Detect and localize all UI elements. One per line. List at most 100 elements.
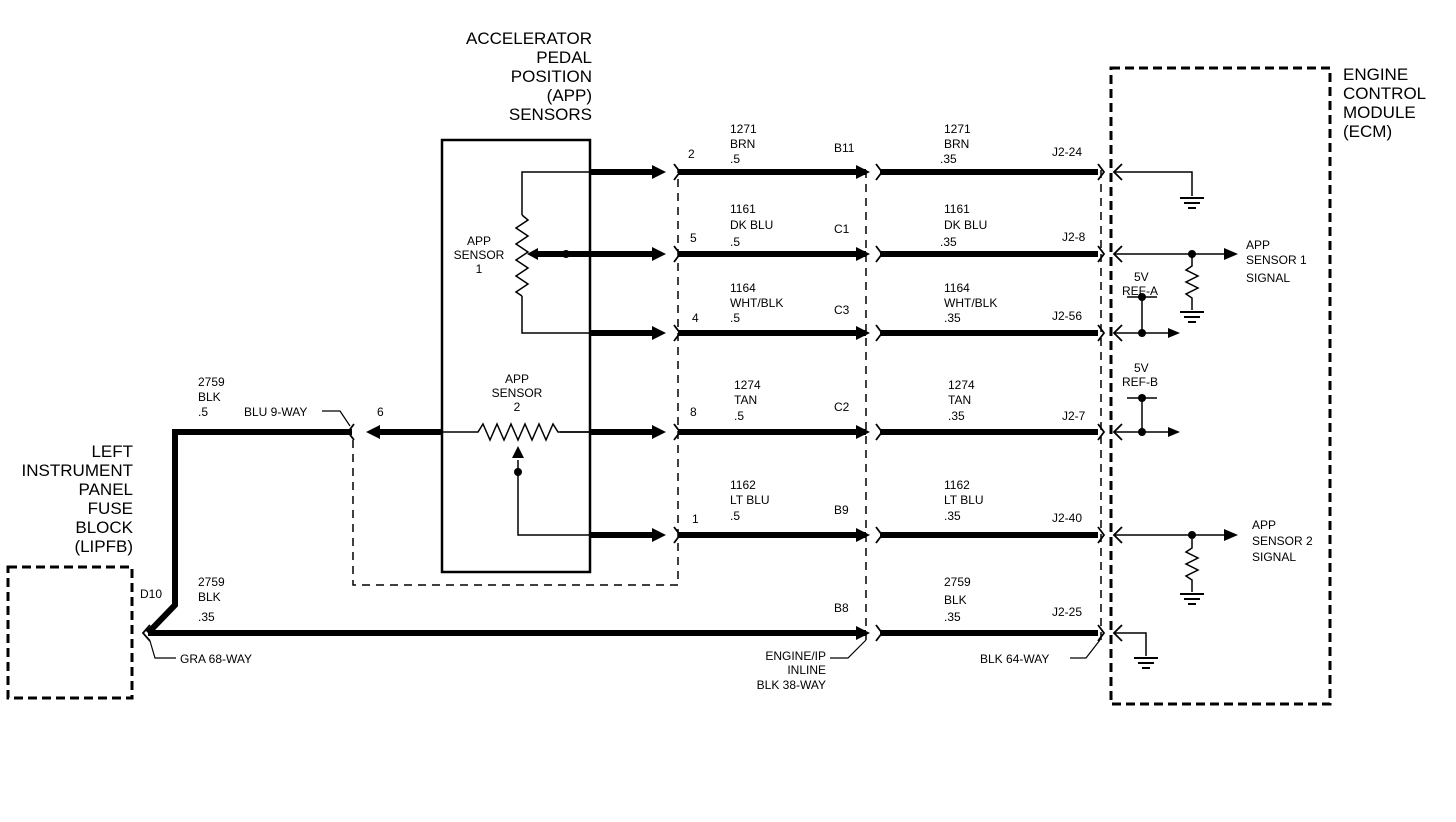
svg-text:2759: 2759 [198, 575, 225, 589]
svg-text:1164: 1164 [944, 281, 970, 295]
app-sensor-1-signal-label: APP SENSOR 1 SIGNAL [1246, 238, 1307, 285]
svg-text:ENGINE/IP: ENGINE/IP [765, 649, 826, 663]
svg-text:BLK: BLK [198, 590, 221, 604]
svg-text:.35: .35 [940, 152, 957, 166]
circuit-row-1271: 2 1271 BRN .5 B11 1271 BRN .35 J2-24 [688, 122, 1082, 166]
svg-text:LEFT: LEFT [91, 442, 133, 461]
circuit-row-2759: B8 2759 BLK .35 J2-25 [834, 575, 1082, 624]
svg-text:INLINE: INLINE [787, 663, 826, 677]
svg-text:1162: 1162 [730, 478, 756, 492]
svg-text:5: 5 [690, 231, 697, 245]
gra-68way-label: GRA 68-WAY [180, 652, 252, 666]
circuit-row-1164: 4 1164 WHT/BLK .5 C3 1164 WHT/BLK .35 J2… [692, 281, 1082, 325]
svg-text:.35: .35 [198, 610, 215, 624]
svg-text:.35: .35 [948, 409, 965, 423]
svg-text:.5: .5 [198, 405, 208, 419]
app-sensor-1-resistor [514, 214, 530, 297]
svg-text:PEDAL: PEDAL [536, 48, 592, 67]
svg-text:J2-24: J2-24 [1052, 145, 1082, 159]
wire-2759-riser [145, 429, 352, 636]
ref-a-label: 5V REF-A [1122, 270, 1158, 298]
svg-text:ACCELERATOR: ACCELERATOR [466, 29, 592, 48]
svg-text:BLK 38-WAY: BLK 38-WAY [757, 678, 826, 692]
svg-text:LT BLU: LT BLU [730, 493, 770, 507]
svg-text:B8: B8 [834, 601, 849, 615]
svg-text:4: 4 [692, 311, 699, 325]
svg-text:1: 1 [692, 512, 699, 526]
wire-2759-upper-label: 2759 BLK .5 [198, 375, 225, 419]
svg-text:(APP): (APP) [547, 86, 592, 105]
sensor-internal-wiring [442, 171, 590, 536]
svg-text:1274: 1274 [734, 378, 761, 392]
svg-text:1162: 1162 [944, 478, 970, 492]
circuit-row-1162: 1 1162 LT BLU .5 B9 1162 LT BLU .35 J2-4… [692, 478, 1082, 526]
svg-text:8: 8 [690, 405, 697, 419]
svg-text:CONTROL: CONTROL [1343, 84, 1426, 103]
svg-text:MODULE: MODULE [1343, 103, 1416, 122]
d10-label: D10 [140, 587, 162, 601]
svg-text:APP: APP [1246, 238, 1270, 252]
app-sensor-1-label: APP SENSOR 1 [454, 234, 505, 276]
app-sensor-2-resistor [442, 422, 590, 442]
circuit-row-1274: 8 1274 TAN .5 C2 1274 TAN .35 J2-7 [690, 378, 1086, 423]
svg-text:APP: APP [1252, 518, 1276, 532]
wires [145, 169, 1098, 636]
svg-text:SIGNAL: SIGNAL [1252, 550, 1296, 564]
svg-text:SENSOR: SENSOR [454, 248, 505, 262]
ecm-outline [1109, 66, 1332, 706]
svg-text:J2-25: J2-25 [1052, 605, 1082, 619]
svg-text:1161: 1161 [730, 202, 756, 216]
pin-6-label: 6 [377, 405, 384, 419]
ref-b-label: 5V REF-B [1122, 361, 1158, 389]
svg-text:SENSOR 1: SENSOR 1 [1246, 253, 1307, 267]
sensor-wipers [512, 248, 570, 476]
svg-text:.35: .35 [944, 311, 961, 325]
svg-text:SENSORS: SENSORS [509, 105, 592, 124]
svg-text:J2-56: J2-56 [1052, 309, 1082, 323]
connector-boundary [352, 170, 679, 586]
svg-text:LT BLU: LT BLU [944, 493, 984, 507]
svg-text:PANEL: PANEL [79, 480, 134, 499]
leader-lines [149, 410, 1101, 659]
svg-text:REF-B: REF-B [1122, 375, 1158, 389]
svg-text:SIGNAL: SIGNAL [1246, 271, 1290, 285]
svg-text:1274: 1274 [948, 378, 975, 392]
svg-text:SENSOR 2: SENSOR 2 [1252, 534, 1313, 548]
connector-chevrons [141, 163, 1123, 642]
svg-text:DK BLU: DK BLU [944, 218, 987, 232]
svg-text:5V: 5V [1134, 270, 1149, 284]
svg-text:.5: .5 [730, 152, 740, 166]
lipfb-outline [6, 565, 134, 700]
inline-connector-label: ENGINE/IP INLINE BLK 38-WAY [757, 649, 826, 692]
ecm-title: ENGINE CONTROL MODULE (ECM) [1343, 65, 1426, 141]
app-sensor-2-label: APP SENSOR 2 [492, 372, 543, 414]
svg-text:2759: 2759 [198, 375, 225, 389]
blk-64way-label: BLK 64-WAY [980, 652, 1049, 666]
app-sensor-housing [440, 138, 592, 574]
svg-text:BRN: BRN [944, 137, 969, 151]
svg-text:5V: 5V [1134, 361, 1149, 375]
svg-text:WHT/BLK: WHT/BLK [730, 296, 783, 310]
svg-text:2: 2 [688, 147, 695, 161]
svg-text:C2: C2 [834, 400, 850, 414]
svg-text:.5: .5 [730, 235, 740, 249]
svg-text:SENSOR: SENSOR [492, 386, 543, 400]
wire-arrowheads [366, 165, 870, 640]
lipfb-title: LEFT INSTRUMENT PANEL FUSE BLOCK (LIPFB) [22, 442, 134, 556]
svg-text:(ECM): (ECM) [1343, 122, 1392, 141]
svg-text:.5: .5 [730, 509, 740, 523]
svg-text:.35: .35 [944, 610, 961, 624]
svg-text:C1: C1 [834, 222, 850, 236]
circuit-row-1161: 5 1161 DK BLU .5 C1 1161 DK BLU .35 J2-8 [690, 202, 1086, 249]
svg-text:APP: APP [505, 372, 529, 386]
wire-2759-lower-label: 2759 BLK .35 [198, 575, 225, 624]
ground-icon [1134, 197, 1204, 669]
svg-text:(LIPFB): (LIPFB) [74, 537, 133, 556]
svg-text:WHT/BLK: WHT/BLK [944, 296, 997, 310]
app-sensor-2-signal-label: APP SENSOR 2 SIGNAL [1252, 518, 1313, 564]
svg-text:BLK: BLK [198, 390, 221, 404]
svg-text:1: 1 [476, 262, 483, 276]
svg-text:TAN: TAN [734, 393, 757, 407]
svg-text:1164: 1164 [730, 281, 756, 295]
svg-text:1161: 1161 [944, 202, 970, 216]
